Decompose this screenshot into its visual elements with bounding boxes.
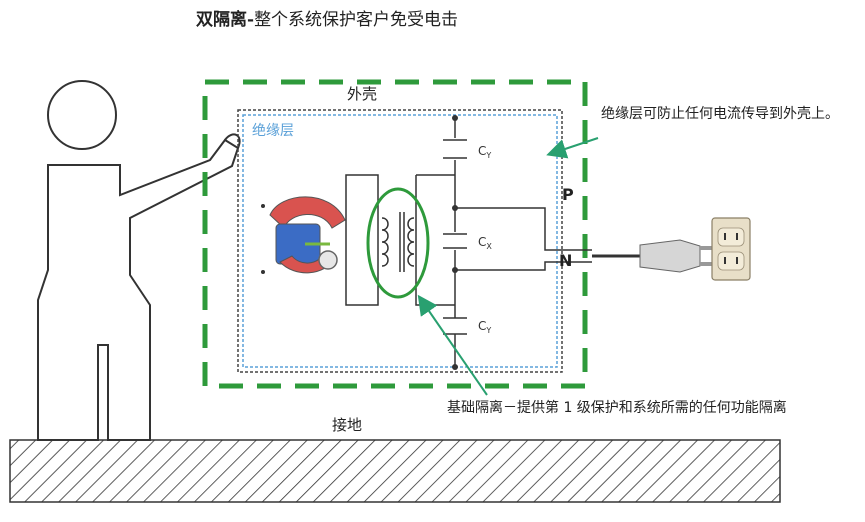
pin-n-label: N xyxy=(559,251,572,270)
basic-isolation-highlight xyxy=(366,187,430,299)
cap-y-bottom-label: CY xyxy=(478,319,491,335)
cap-x-label: CX xyxy=(478,235,492,251)
ground-label: 接地 xyxy=(332,416,363,434)
inner-case-boundary xyxy=(237,109,563,373)
insulation-callout-arrow xyxy=(546,137,599,159)
motor-illustration xyxy=(261,196,346,274)
ground-slab xyxy=(9,439,781,503)
insulation-layer-label: 绝缘层 xyxy=(252,123,294,139)
wall-outlet-icon xyxy=(711,217,751,281)
basic-isolation-callout-arrow xyxy=(417,294,488,396)
insulation-layer-boundary xyxy=(242,114,558,368)
insulation-callout-text: 绝缘层可防止任何电流传导到外壳上。 xyxy=(601,106,839,122)
circuit-wiring xyxy=(345,118,592,367)
plug-icon xyxy=(592,239,712,273)
page-title: 双隔离-整个系统保护客户免受电击 xyxy=(196,10,459,30)
cap-y-top-label: CY xyxy=(478,144,491,160)
transformer-coils xyxy=(381,212,415,272)
outer-case-label: 外壳 xyxy=(347,85,378,103)
basic-isolation-callout-text: 基础隔离－提供第 1 级保护和系统所需的任何功能隔离 xyxy=(447,400,787,416)
pin-p-label: P xyxy=(562,185,574,204)
person-figure xyxy=(37,80,241,441)
outer-case-boundary xyxy=(202,79,588,389)
